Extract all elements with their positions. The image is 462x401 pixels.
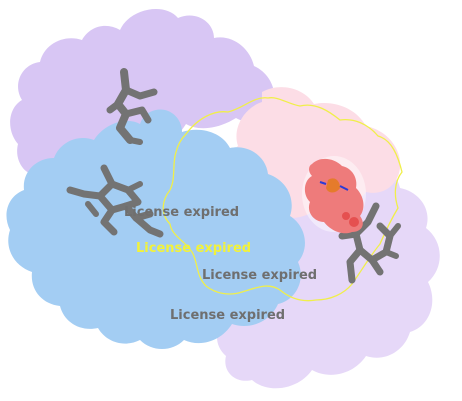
license-watermark: License expired (124, 205, 239, 220)
heme-ligand-icon[interactable] (66, 164, 164, 238)
heme-ligand-icon[interactable] (106, 68, 158, 145)
protein-chain-lavender[interactable] (217, 145, 440, 389)
heme-ligand-icon[interactable] (338, 202, 401, 284)
license-watermark: License expired (170, 308, 285, 323)
selection-outline (162, 97, 403, 302)
selected-ligand-icon[interactable] (302, 156, 366, 234)
license-watermark-selected: License expired (136, 241, 251, 256)
license-watermark: License expired (202, 268, 317, 283)
